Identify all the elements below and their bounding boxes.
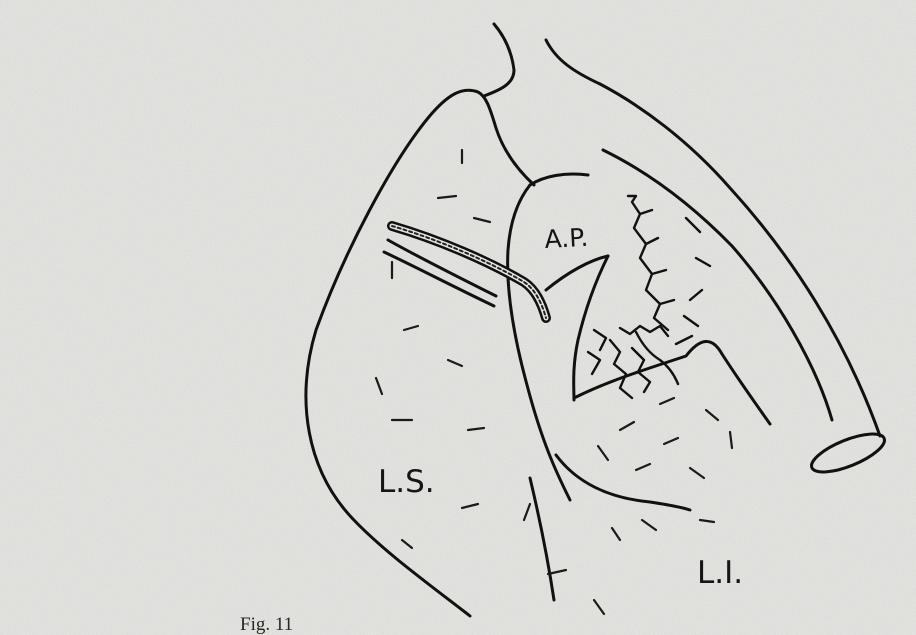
label-lobus-superior: L.S. [378,464,435,500]
figure-caption: Fig. 11 [240,614,293,635]
label-arteria-pulmonalis: A.P. [544,223,589,254]
label-lobus-inferior: L.I. [697,555,743,591]
